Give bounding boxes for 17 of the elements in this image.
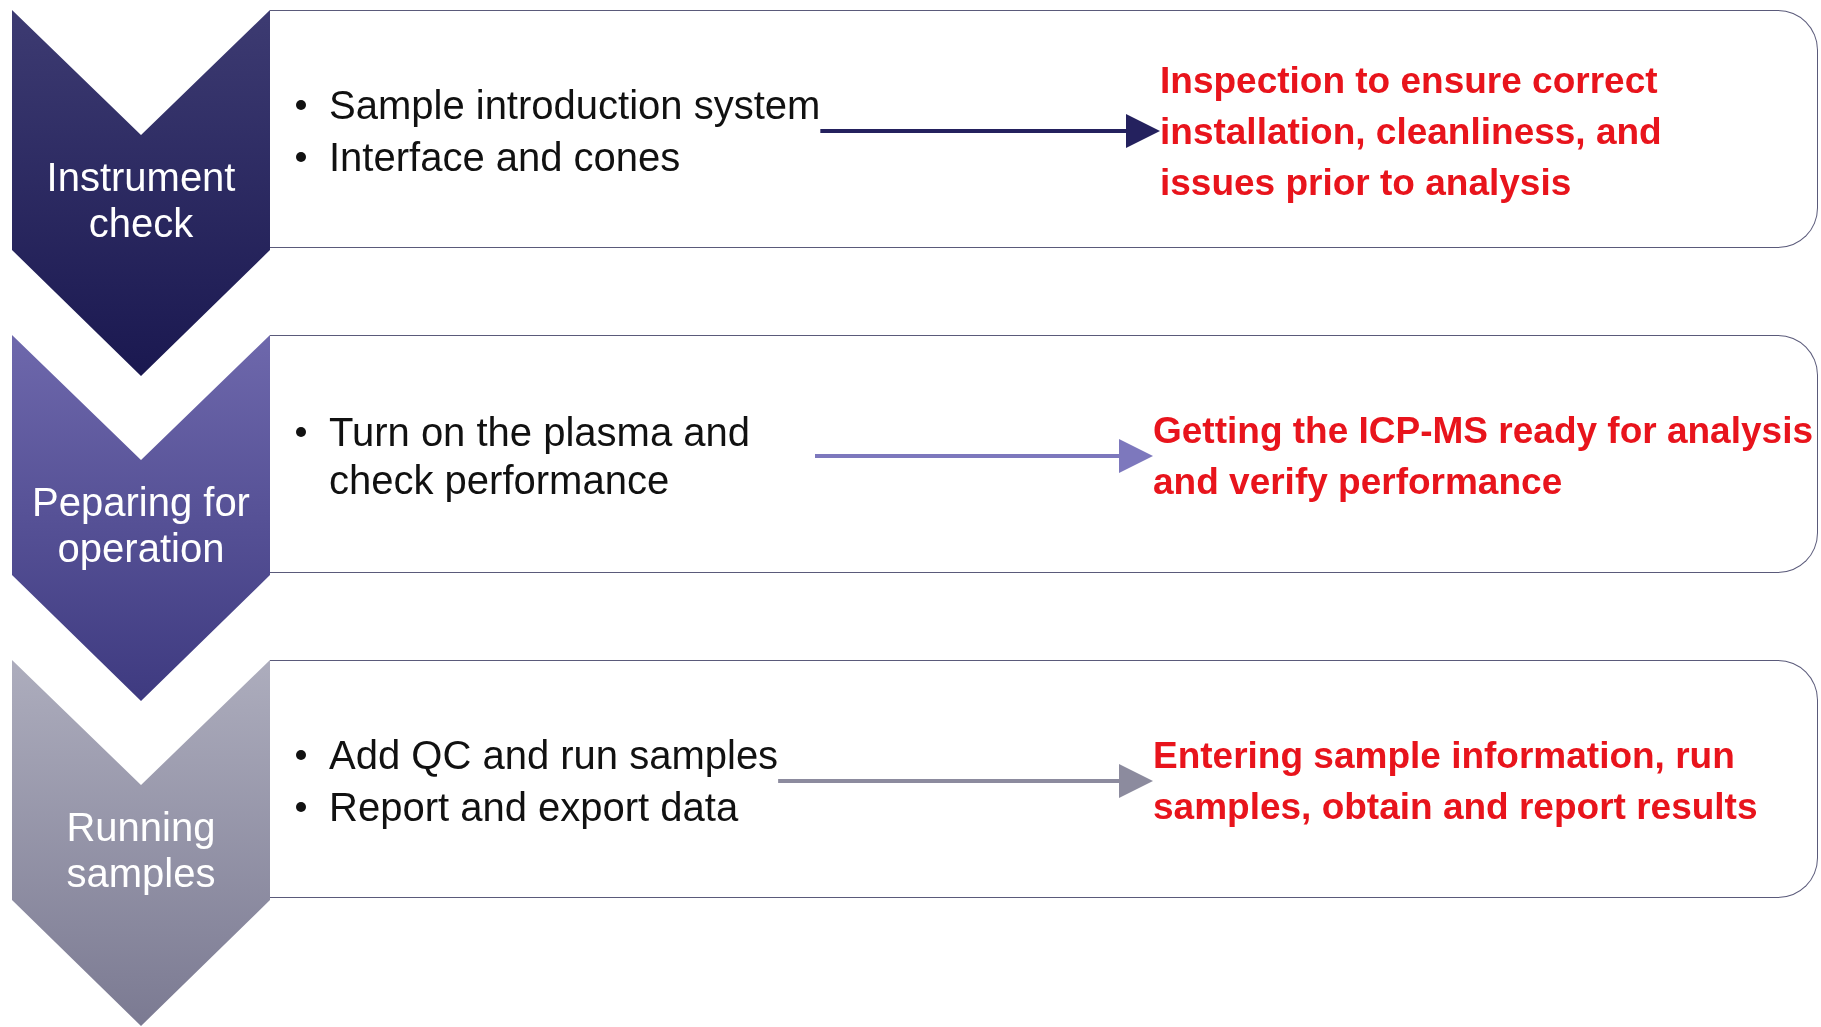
bullet-text: Add QC and run samples [329,732,779,779]
block-arrow [815,439,1153,473]
step-panel [270,10,1818,248]
stage-title: Instrument check [45,154,237,246]
block-arrow [820,114,1160,148]
step-panel [270,335,1818,573]
bullet-text: Sample introduction system [329,82,821,129]
stage-title: Running samples [65,804,217,896]
step-panel [270,660,1818,898]
bullet-text: Interface and cones [329,134,681,181]
bullet-text: Turn on the plasma and check performance [329,409,751,504]
block-arrow [778,764,1153,798]
result-text: Inspection to ensure correct installation, cleanliness, and issues prior to analysis [1160,58,1663,205]
result-text: Getting the ICP-MS ready for analysis and verify performance [1153,409,1814,504]
result-text: Entering sample information, run samples, obtain and report results [1153,734,1759,829]
stage-title: Peparing for operation [31,479,251,571]
bullet-text: Report and export data [329,784,739,831]
